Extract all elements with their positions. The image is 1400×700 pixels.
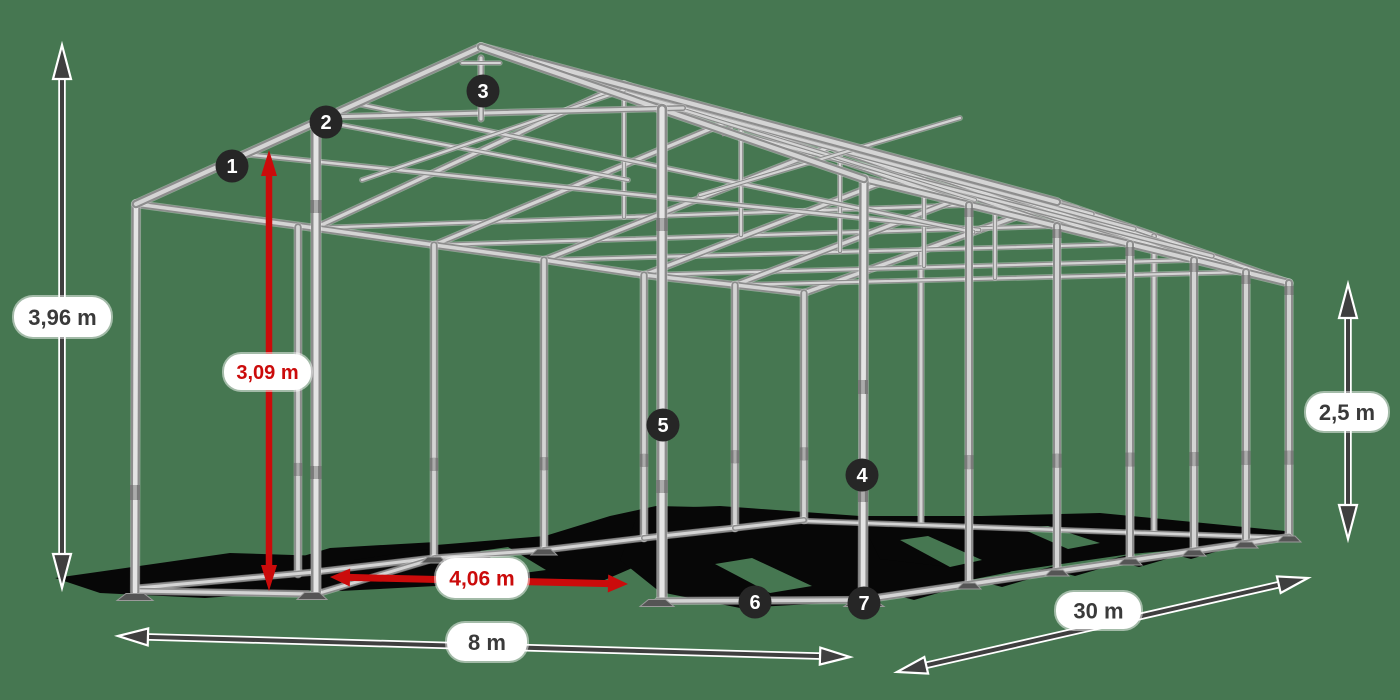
svg-text:6: 6: [749, 592, 760, 614]
svg-text:3: 3: [477, 81, 488, 103]
svg-text:7: 7: [858, 593, 869, 615]
svg-text:1: 1: [226, 156, 237, 178]
svg-text:5: 5: [657, 415, 668, 437]
svg-text:30 m: 30 m: [1073, 598, 1123, 623]
svg-text:4: 4: [856, 465, 868, 487]
svg-text:2: 2: [320, 112, 331, 134]
svg-text:3,96 m: 3,96 m: [28, 305, 97, 330]
svg-text:3,09 m: 3,09 m: [236, 362, 298, 384]
svg-text:2,5 m: 2,5 m: [1319, 400, 1375, 425]
svg-text:4,06 m: 4,06 m: [449, 567, 514, 590]
svg-text:8 m: 8 m: [468, 630, 506, 655]
